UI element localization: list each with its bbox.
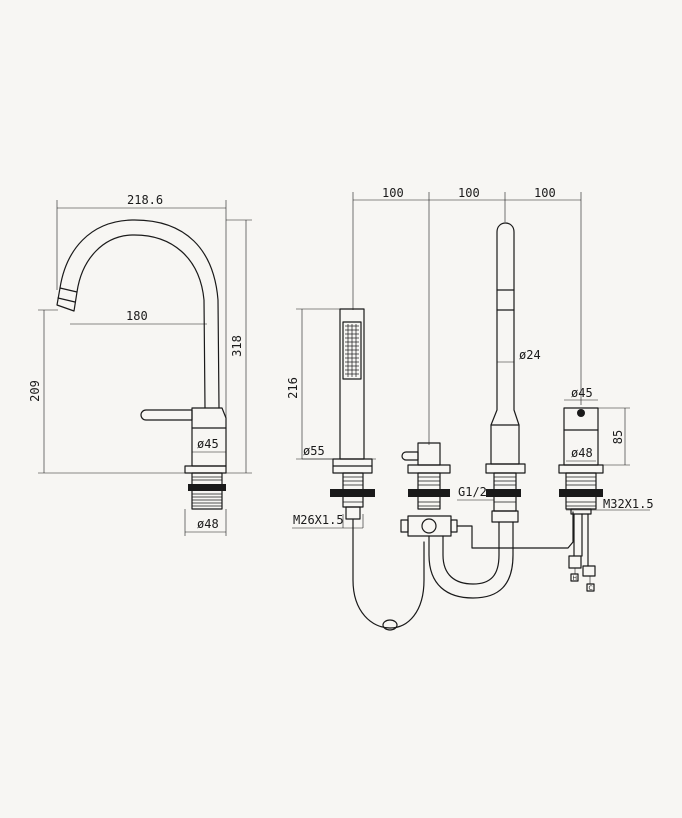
dim-handshower-base-dia: ø55 bbox=[303, 444, 325, 458]
dim-spacing-3: 100 bbox=[534, 186, 556, 200]
dim-outlet-height: 209 bbox=[28, 380, 42, 402]
threaded-shank bbox=[191, 472, 223, 510]
handshower-spray-face bbox=[342, 321, 362, 380]
dim-diverter-base-dia: ø48 bbox=[571, 446, 593, 460]
front-view-deck-set: 100 100 100 216 bbox=[286, 186, 654, 631]
valve-locknut bbox=[408, 489, 450, 497]
dim-diverter-dia: ø45 bbox=[571, 386, 593, 400]
dim-spout-reach: 180 bbox=[126, 309, 148, 323]
dim-spout-height: 318 bbox=[230, 335, 244, 357]
lever-handle bbox=[140, 409, 193, 421]
connecting-pipe-inner bbox=[442, 521, 500, 585]
spout-flange bbox=[485, 463, 526, 474]
side-view-mixer: 218.6 180 318 209 ø45 ø48 bbox=[28, 193, 252, 536]
connecting-pipe-outer bbox=[428, 521, 514, 599]
hose-weight bbox=[382, 619, 398, 631]
dim-handshower-height: 216 bbox=[286, 377, 300, 399]
valve-lever bbox=[401, 451, 419, 461]
valve-handle bbox=[417, 442, 441, 466]
mixer-body bbox=[191, 407, 227, 467]
spout-locknut bbox=[486, 489, 521, 497]
diverter-pipe bbox=[456, 511, 574, 549]
dim-valve-thread: G1/2 bbox=[458, 485, 487, 499]
spout-outlet bbox=[56, 287, 78, 312]
dim-spacing-1: 100 bbox=[382, 186, 404, 200]
spout-outer bbox=[59, 219, 220, 409]
base-flange bbox=[184, 465, 227, 474]
dim-diverter-height: 85 bbox=[611, 430, 625, 444]
dim-diverter-thread: M32X1.5 bbox=[603, 497, 654, 511]
hose-marker-cold: C bbox=[589, 585, 593, 592]
dim-left-base-dia: ø48 bbox=[197, 517, 219, 531]
front-spout bbox=[490, 222, 520, 465]
diverter-locknut bbox=[559, 489, 603, 497]
handshower-locknut bbox=[330, 489, 375, 497]
spout-inner bbox=[76, 234, 206, 409]
hose-marker-hot: H bbox=[573, 575, 578, 582]
dim-spout-dia: ø24 bbox=[519, 348, 541, 362]
handshower-nozzle-grid bbox=[345, 324, 359, 377]
valve-flange bbox=[407, 464, 451, 474]
hose-end-cold bbox=[582, 565, 596, 577]
hose-end-hot bbox=[568, 555, 582, 569]
dim-handshower-thread: M26X1.5 bbox=[293, 513, 344, 527]
diverter-flange bbox=[558, 464, 604, 474]
shower-hose bbox=[352, 519, 425, 629]
diverter-button bbox=[577, 409, 585, 417]
dim-left-body-dia: ø45 bbox=[197, 437, 219, 451]
spout-connector-nut bbox=[491, 510, 519, 523]
dim-spout-width: 218.6 bbox=[127, 193, 163, 207]
dim-spacing-2: 100 bbox=[458, 186, 480, 200]
shank-locknut bbox=[188, 484, 226, 491]
